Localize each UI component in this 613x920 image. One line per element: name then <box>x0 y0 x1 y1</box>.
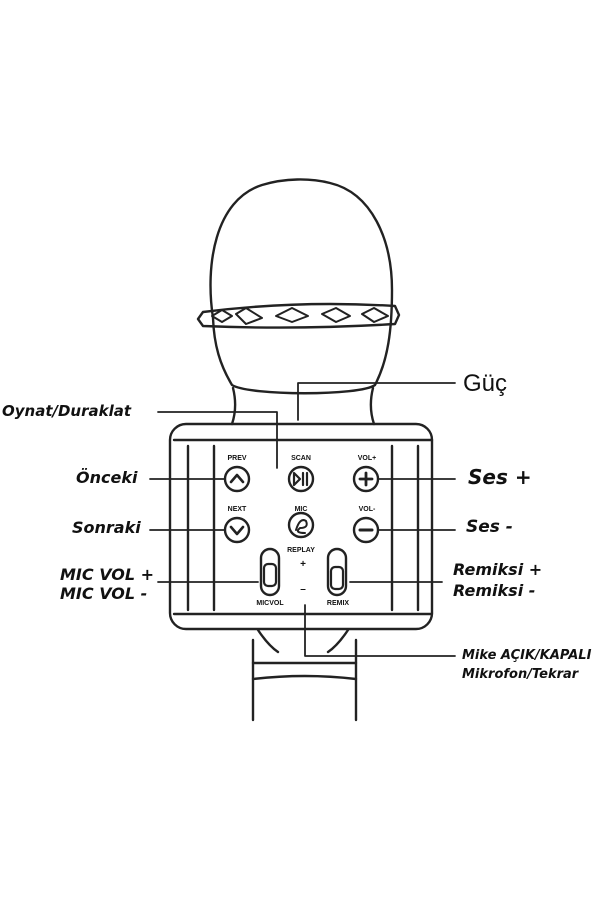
scan-button[interactable] <box>287 465 315 493</box>
label-micvol: MICVOL <box>256 600 284 607</box>
label-replay: REPLAY <box>287 547 315 554</box>
label-minus: – <box>300 584 306 595</box>
control-body <box>168 422 434 631</box>
callout-mic-vol-down: MIC VOL - <box>60 584 148 603</box>
label-prev: PREV <box>227 455 246 462</box>
prev-button[interactable] <box>223 465 251 493</box>
micvol-slider-knob[interactable] <box>262 562 278 588</box>
callout-next: Sonraki <box>72 518 141 537</box>
label-vol-plus: VOL+ <box>358 455 376 462</box>
callout-power: Güç <box>463 370 508 397</box>
plus-icon <box>358 471 374 487</box>
chevron-up-icon <box>229 473 245 484</box>
label-plus: + <box>300 559 306 570</box>
callout-volume-up: Ses + <box>468 465 532 489</box>
remix-slider-track <box>326 547 348 597</box>
mic-neck <box>230 386 376 426</box>
play-pause-leader <box>157 411 278 469</box>
callout-remix-up: Remiksi + <box>453 560 543 579</box>
mic-leader <box>304 604 456 657</box>
micvol-slider-track <box>259 547 281 597</box>
label-next: NEXT <box>228 506 247 513</box>
callout-remix-down: Remiksi - <box>453 581 536 600</box>
callout-mic-on-off: Mike AÇIK/KAPALI <box>462 648 592 663</box>
power-leader <box>297 382 456 421</box>
callout-mic-replay: Mikrofon/Tekrar <box>462 667 579 682</box>
label-vol-minus: VOL- <box>359 506 376 513</box>
mic-handle <box>251 628 358 722</box>
play-pause-icon <box>292 471 309 487</box>
callout-play-pause: Oynat/Duraklat <box>2 402 132 420</box>
remix-slider-knob[interactable] <box>329 565 345 591</box>
led-ring <box>196 302 401 329</box>
mic-swirl-icon <box>295 519 308 534</box>
callout-volume-down: Ses - <box>466 517 513 537</box>
callout-mic-vol-up: MIC VOL + <box>60 565 155 584</box>
chevron-down-icon <box>229 525 245 536</box>
label-scan: SCAN <box>291 455 311 462</box>
leader-lines <box>149 382 456 657</box>
mic-button[interactable] <box>287 511 315 539</box>
mic-head <box>209 178 394 395</box>
next-button[interactable] <box>223 516 251 544</box>
callout-previous: Önceki <box>76 468 138 487</box>
label-mic: MIC <box>295 506 308 513</box>
label-remix: REMIX <box>327 600 350 607</box>
